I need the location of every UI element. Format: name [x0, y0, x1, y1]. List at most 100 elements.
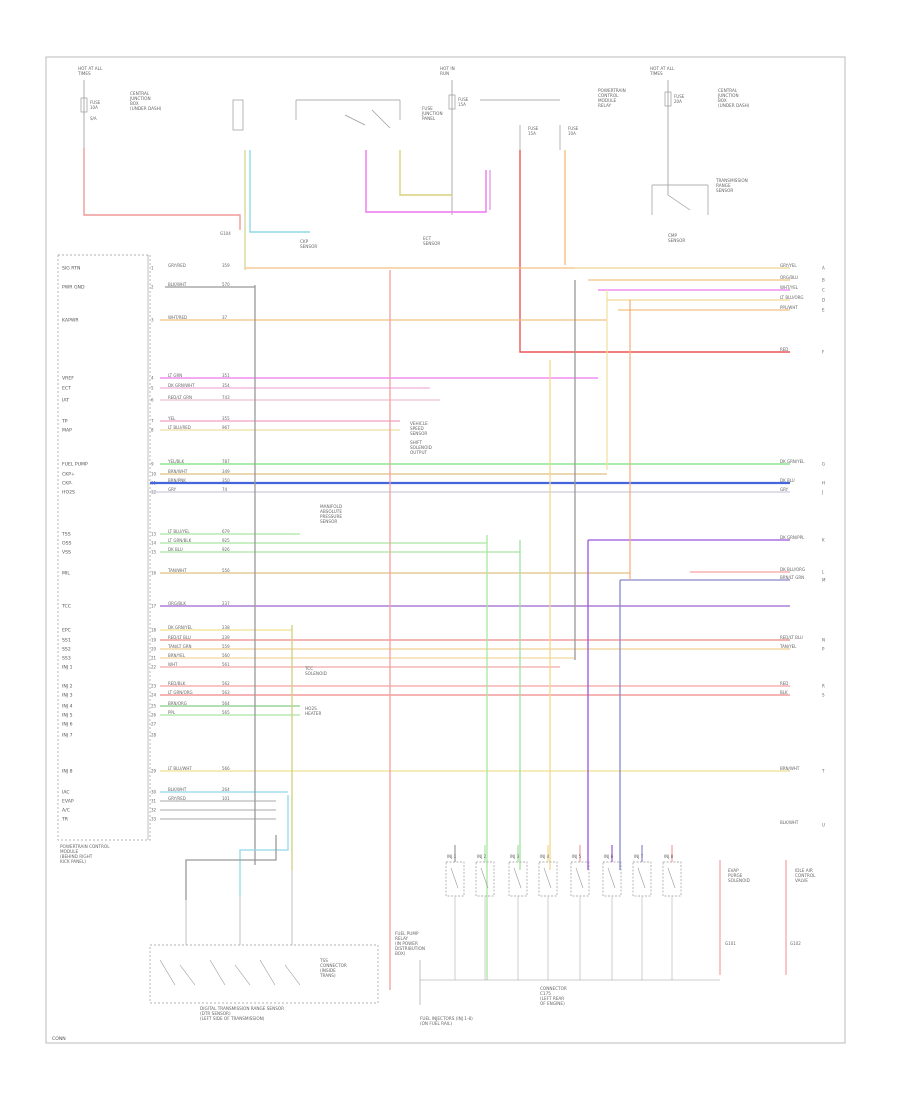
- pcm-pin-label: INJ 2: [62, 684, 73, 690]
- pcm-pin-label: SS2: [62, 647, 71, 653]
- right-wire-label: WHT/YEL: [780, 285, 799, 290]
- vss-note-3: SENSOR: [410, 431, 427, 436]
- circuit-number: 566: [222, 766, 230, 771]
- fuel-injector: INJ 8: [662, 845, 682, 980]
- wire-color-label: ORG/BLK: [168, 601, 186, 606]
- pcm-pin-label: OSS: [62, 541, 72, 547]
- pcm-pin-number: 1: [151, 266, 154, 271]
- pcm-pin-label: VSS: [62, 550, 71, 556]
- circuit-number: 743: [222, 395, 230, 400]
- fuse-amp-1: 15A: [528, 131, 536, 136]
- injector-label: INJ 3: [510, 854, 520, 859]
- pcm-pin-number: 20: [151, 647, 157, 652]
- right-wire-label: BRN/WHT: [780, 766, 800, 771]
- svg-text:POWERTRAIN CONTROL: POWERTRAIN CONTROL: [60, 844, 110, 849]
- svg-text:SOLENOID: SOLENOID: [728, 878, 750, 883]
- right-wire-label: BLK: [780, 690, 788, 695]
- pcm-pin-number: 30: [151, 790, 157, 795]
- fuel-injector: INJ 3: [508, 845, 528, 980]
- top-right-source: HOT AT ALL TIMES FUSE 20A CENTRAL JUNCTI…: [598, 66, 750, 195]
- right-wire-label: RED: [780, 681, 788, 686]
- pcm-pin-number: 13: [151, 532, 157, 537]
- connector-letter: A: [822, 266, 825, 271]
- pcm-pin-number: 9: [151, 462, 154, 467]
- right-wire-label: BRN/LT GRN: [780, 575, 804, 580]
- wire-color-label: PPL: [168, 710, 176, 715]
- pcm-pin-label: INJ 1: [62, 665, 73, 671]
- wire-color-label: LT BLU/RED: [168, 425, 191, 430]
- pcm-pin-number: 15: [151, 550, 157, 555]
- map-sensor-note-4: SENSOR: [320, 519, 337, 524]
- fuel-pump-note-4: DISTRIBUTION: [395, 946, 425, 951]
- circuit-number: 925: [222, 538, 230, 543]
- fuse-label-2: FUSE: [568, 126, 579, 131]
- wire-color-label: BRN/ORG: [168, 701, 187, 706]
- injector-label: INJ 6: [604, 854, 614, 859]
- connector-letter: C: [822, 288, 825, 293]
- connector-letter: L: [822, 570, 825, 575]
- svg-text:DIGITAL TRANSMISSION RANGE SEN: DIGITAL TRANSMISSION RANGE SENSOR: [200, 1006, 284, 1011]
- svg-text:10A: 10A: [90, 105, 98, 110]
- connector-note: CONNECTOR: [540, 986, 567, 991]
- right-wire-label: TAN/YEL: [779, 644, 797, 649]
- wire-color-label: RED/LT GRN: [168, 395, 192, 400]
- cmp-note-2: SENSOR: [668, 238, 685, 243]
- tcc-note: TCC: [304, 666, 313, 671]
- right-wire-label: RED/LT BLU: [780, 635, 803, 640]
- ckp-note: CKP: [300, 239, 309, 244]
- map-sensor-note: MANIFOLD: [320, 504, 342, 509]
- pcm-pin-label: TR: [61, 817, 69, 823]
- wire-color-label: YEL: [167, 416, 176, 421]
- pcm-pin-number: 6: [151, 398, 154, 403]
- pcm-pin-label: INJ 8: [62, 769, 73, 775]
- circuit-number: 967: [222, 425, 230, 430]
- svg-text:CONNECTOR: CONNECTOR: [320, 963, 347, 968]
- svg-text:15A: 15A: [458, 102, 466, 107]
- circuit-number: 562: [222, 681, 230, 686]
- pcm-pin-number: 29: [151, 769, 157, 774]
- circuit-number: 559: [222, 644, 230, 649]
- pcm-pin-number: 33: [151, 817, 157, 822]
- svg-text:IDLE AIR: IDLE AIR: [795, 868, 813, 873]
- pcm-pin-label: TSS: [61, 532, 71, 538]
- corner-label: CONN: [52, 1036, 66, 1042]
- circuit-number: 679: [222, 529, 230, 534]
- circuit-number: 570: [222, 282, 230, 287]
- pcm-pin-number: 28: [151, 733, 157, 738]
- injector-label: INJ 8: [664, 854, 674, 859]
- circuit-number: 563: [222, 690, 230, 695]
- top-center-source: HOT IN RUN FUSE 15A FUSE JUNCTION PANEL: [421, 66, 469, 215]
- injector-label: INJ 4: [540, 854, 550, 859]
- pcm-pin-label: INJ 3: [62, 693, 73, 699]
- circuit-number: 349: [222, 469, 230, 474]
- pcm-pin-label: CKP+: [62, 472, 75, 478]
- shift-note: SHIFT: [410, 440, 422, 445]
- pcm-pin-label: CKP-: [62, 481, 73, 487]
- svg-text:TRANSMISSION: TRANSMISSION: [715, 178, 748, 183]
- svg-text:MODULE: MODULE: [598, 98, 617, 103]
- pcm-pin-number: 14: [151, 541, 157, 546]
- pcm-pin-label: FUEL PUMP: [62, 462, 88, 468]
- wire-color-label: LT GRN/BLK: [168, 538, 192, 543]
- svg-text:RELAY: RELAY: [598, 103, 612, 108]
- svg-text:POWERTRAIN: POWERTRAIN: [598, 88, 626, 93]
- evap-iac: EVAP PURGE SOLENOID IDLE AIR CONTROL VAL…: [719, 860, 816, 975]
- fuel-pump-note: FUEL PUMP: [395, 931, 419, 936]
- pcm-pin-label: INJ 5: [62, 713, 73, 719]
- tcc-note-2: SOLENOID: [305, 671, 327, 676]
- top-relay-symbols: [232, 99, 709, 215]
- vertical-trunks: [185, 270, 631, 990]
- pcm-pin-number: 32: [151, 808, 157, 813]
- circuit-number: 561: [222, 662, 230, 667]
- vss-note: VEHICLE: [410, 421, 428, 426]
- shift-note-2: SOLENOID: [410, 445, 432, 450]
- top-wires: [83, 148, 790, 353]
- ckp-note-2: SENSOR: [300, 244, 317, 249]
- pcm-pin-label: TP: [61, 419, 68, 425]
- pcm-box: POWERTRAIN CONTROL MODULE (BEHIND RIGHT …: [57, 254, 151, 864]
- circuit-number: 565: [222, 710, 230, 715]
- pcm-pin-label: A/C: [62, 808, 70, 814]
- trans-sensor: DIGITAL TRANSMISSION RANGE SENSOR (DTR S…: [149, 870, 379, 1021]
